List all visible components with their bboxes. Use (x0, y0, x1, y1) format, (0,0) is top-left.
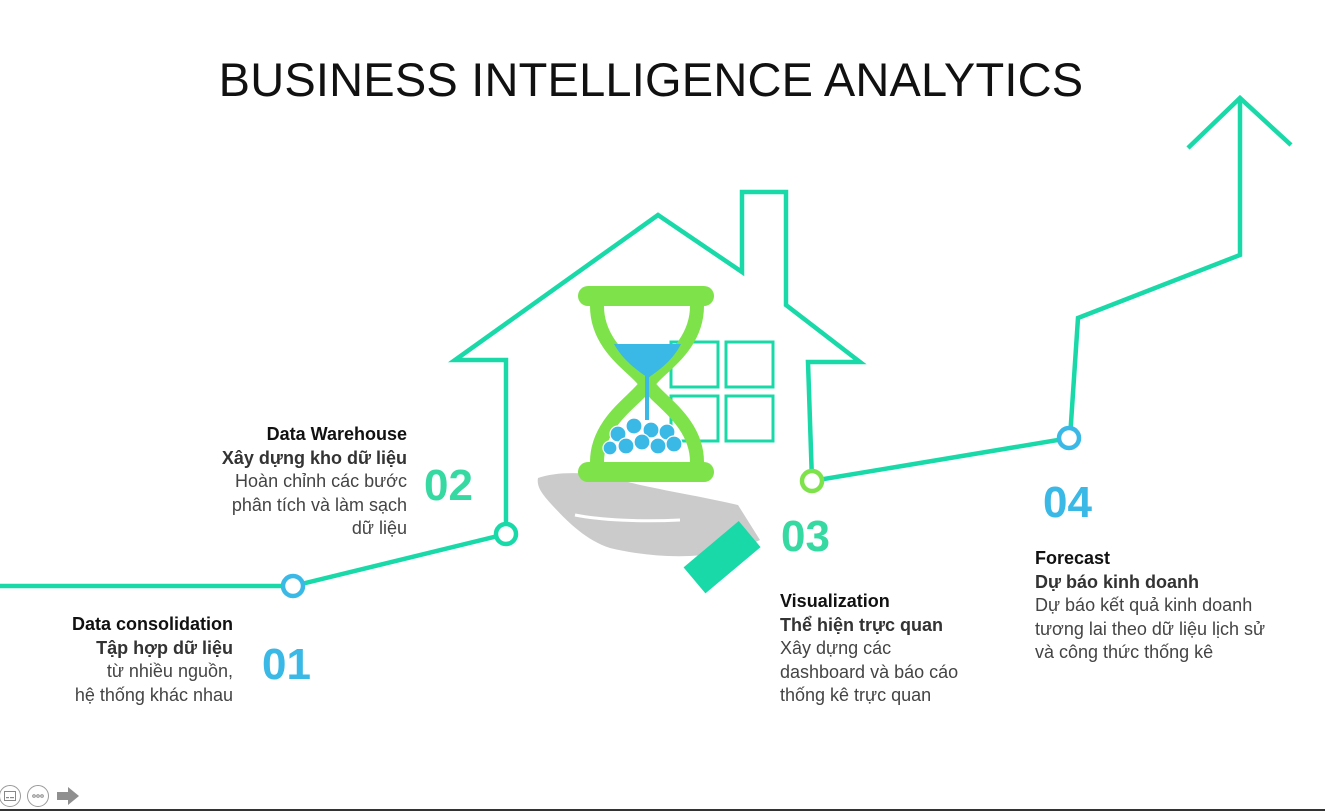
step-03-line: thống kê trực quan (780, 685, 932, 705)
slideshow-nav (0, 783, 81, 809)
step-04-subheading: Dự báo kinh doanh (1035, 571, 1200, 592)
step-node-01 (280, 573, 306, 599)
step-02-line: phân tích và làm sạch (231, 494, 407, 515)
step-02-text: Data Warehouse Xây dựng kho dữ liệu Hoàn… (160, 423, 407, 541)
step-04-text: Forecast Dự báo kinh doanh Dự báo kết qu… (1035, 547, 1310, 665)
page-title: BUSINESS INTELLIGENCE ANALYTICS (218, 53, 1084, 106)
step-03-subheading: Thể hiện trực quan (780, 614, 944, 635)
bottom-border (0, 809, 1325, 811)
dollar-coin-icon (602, 417, 683, 456)
growth-path-line (0, 98, 1243, 589)
hand-icon (537, 473, 761, 594)
step-02-line: dữ liệu (351, 518, 407, 538)
step-03-heading: Visualization (780, 591, 890, 611)
step-number-01: 01 (262, 640, 311, 689)
step-number-03: 03 (781, 512, 830, 561)
step-02-subheading: Xây dựng kho dữ liệu (221, 447, 407, 468)
more-options-icon[interactable] (27, 785, 49, 807)
next-arrow-icon[interactable] (55, 785, 81, 807)
step-02-heading: Data Warehouse (266, 424, 407, 444)
step-number-02: 02 (424, 461, 473, 510)
step-01-line: hệ thống khác nhau (74, 684, 233, 705)
step-04-heading: Forecast (1035, 548, 1111, 568)
step-01-subheading: Tập hợp dữ liệu (96, 637, 233, 658)
step-node-04 (1056, 425, 1082, 451)
step-01-heading: Data consolidation (71, 614, 233, 634)
step-03-line: dashboard và báo cáo (780, 661, 959, 682)
step-node-03 (799, 468, 825, 494)
step-02-line: Hoàn chỉnh các bước (235, 471, 407, 491)
subtitles-icon[interactable] (0, 785, 21, 807)
step-01-text: Data consolidation Tập hợp dữ liệu từ nh… (20, 613, 233, 707)
step-03-text: Visualization Thể hiện trực quan Xây dựn… (780, 590, 1010, 708)
up-arrow-icon (1186, 94, 1293, 150)
step-03-line: Xây dựng các (780, 638, 892, 658)
step-node-02 (493, 521, 519, 547)
step-04-line: và công thức thống kê (1035, 642, 1214, 662)
step-04-line: tương lai theo dữ liệu lịch sử (1035, 618, 1266, 639)
step-number-04: 04 (1043, 478, 1092, 527)
hourglass-icon (578, 286, 714, 482)
step-01-line: từ nhiều nguồn, (106, 661, 233, 681)
step-04-line: Dự báo kết quả kinh doanh (1035, 595, 1253, 615)
